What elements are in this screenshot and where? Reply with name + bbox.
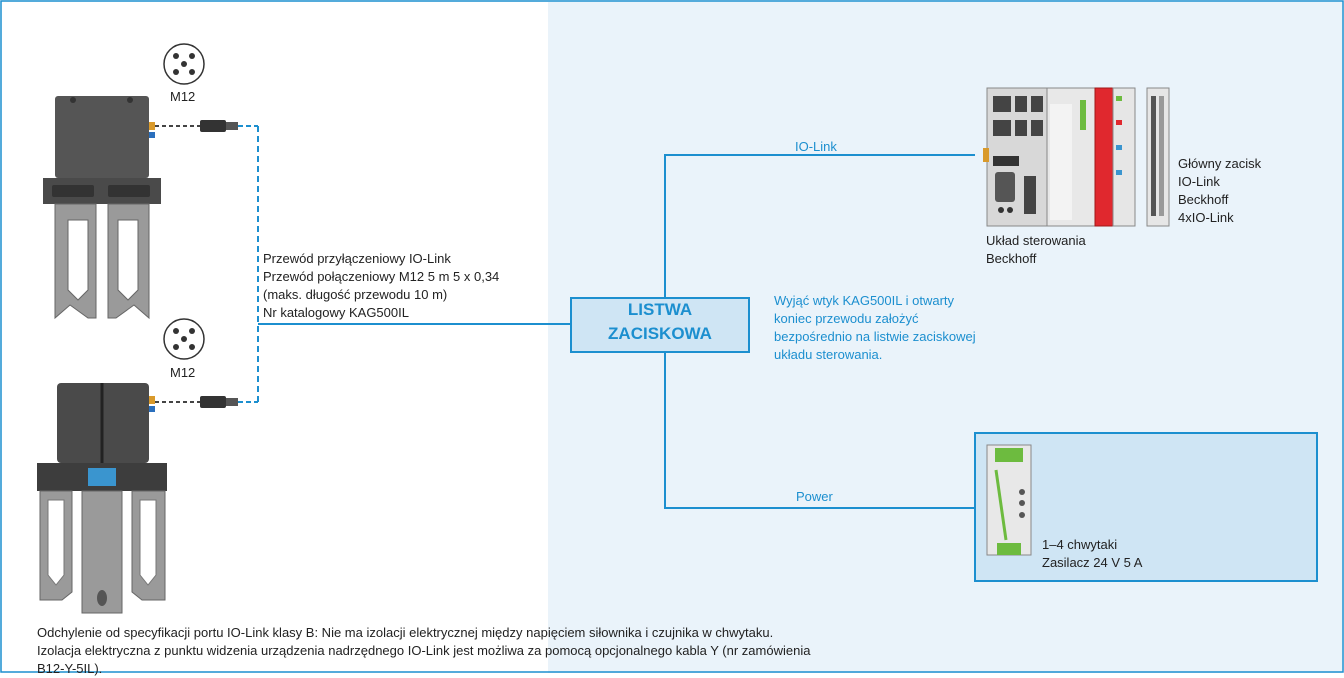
cable-top: [155, 120, 258, 132]
cable-info-line: Nr katalogowy KAG500IL: [263, 305, 409, 320]
m12-connector-icon: [163, 318, 205, 360]
power-supply-unit: [986, 444, 1032, 556]
master-terminal-label-line: Beckhoff: [1178, 192, 1229, 207]
gripper-top: [43, 96, 161, 320]
note-line: koniec przewodu założyć: [774, 311, 919, 326]
m12-connector-icon: [163, 43, 205, 85]
controller-label-line: Beckhoff: [986, 251, 1037, 266]
terminal-strip-line: LISTWA: [627, 300, 693, 319]
m12-label: M12: [170, 365, 196, 380]
cable-info: Przewód przyłączeniowy IO-Link Przewód p…: [263, 250, 499, 322]
master-terminal-label-line: Główny zacisk: [1178, 156, 1262, 171]
note: Wyjąć wtyk KAG500IL i otwarty koniec prz…: [774, 292, 976, 364]
master-terminal-label-line: IO-Link: [1178, 174, 1220, 189]
power-label: Power: [796, 489, 833, 504]
beckhoff-controller: [983, 87, 1136, 227]
note-line: układu sterowania.: [774, 347, 883, 362]
gripper-bottom: [37, 383, 167, 614]
controller-label: Układ sterowania Beckhoff: [986, 232, 1086, 268]
power-supply-label-line: 1–4 chwytaki: [1042, 537, 1118, 552]
terminal-strip-box: [570, 297, 750, 353]
cable-info-line: Przewód przyłączeniowy IO-Link: [263, 251, 451, 266]
io-link-master-terminal: [1146, 87, 1170, 227]
cable-info-line: Przewód połączeniowy M12 5 m 5 x 0,34: [263, 269, 500, 284]
footnote-line: Izolacja elektryczna z punktu widzenia u…: [37, 643, 811, 658]
terminal-strip-line: ZACISKOWA: [608, 324, 712, 343]
footnote-line: B12-Y-5IL).: [37, 661, 103, 676]
master-terminal-label-line: 4xIO-Link: [1178, 210, 1234, 225]
footnote: Odchylenie od specyfikacji portu IO-Link…: [37, 624, 937, 678]
terminal-strip-title: LISTWA ZACISKOWA: [571, 298, 749, 346]
power-supply-label-line: Zasilacz 24 V 5 A: [1042, 555, 1143, 570]
cable-info-line: (maks. długość przewodu 10 m): [263, 287, 448, 302]
cable-bottom: [155, 396, 258, 408]
connection-lines: [257, 126, 975, 509]
power-supply-label: 1–4 chwytaki Zasilacz 24 V 5 A: [1042, 536, 1142, 572]
power-supply-box: [974, 432, 1318, 582]
controller-label-line: Układ sterowania: [986, 233, 1086, 248]
io-link-label: IO-Link: [795, 139, 837, 154]
footnote-line: Odchylenie od specyfikacji portu IO-Link…: [37, 625, 774, 640]
master-terminal-label: Główny zacisk IO-Link Beckhoff 4xIO-Link: [1178, 155, 1261, 227]
note-line: bezpośrednio na listwie zaciskowej: [774, 329, 976, 344]
note-line: Wyjąć wtyk KAG500IL i otwarty: [774, 293, 955, 308]
m12-label: M12: [170, 89, 196, 104]
